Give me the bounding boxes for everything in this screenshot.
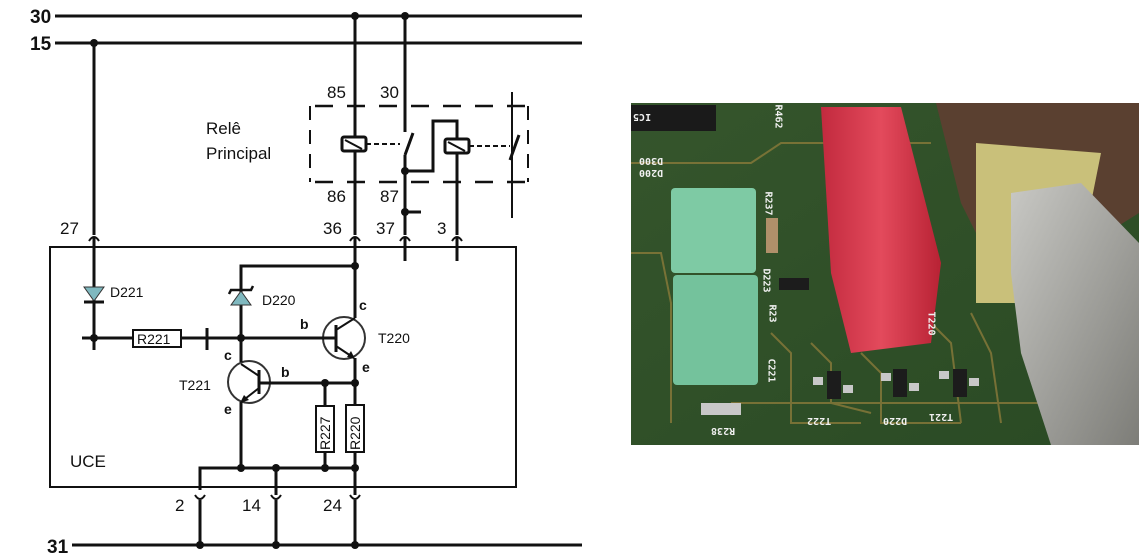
connector-3-label: 3 [437, 219, 446, 238]
connector-sockets-top [88, 236, 463, 268]
silk-d220: D220 [883, 415, 908, 426]
bus-31-label: 31 [47, 537, 69, 558]
relay-pin-86: 86 [327, 187, 346, 206]
connector-24-label: 24 [323, 496, 342, 515]
pcb-traces [631, 142, 1111, 424]
silk-d223: D223 [760, 268, 772, 293]
metal-bracket [1011, 183, 1139, 445]
t221-label: T221 [179, 377, 211, 393]
silk-c221: C221 [765, 358, 777, 383]
connector-36-label: 36 [323, 219, 342, 238]
module-name: UCE [70, 452, 106, 471]
bus-15-label: 15 [30, 34, 52, 55]
silk-ic5: IC5 [633, 111, 652, 122]
silk-r238: R238 [711, 425, 736, 436]
red-capacitor [821, 107, 941, 353]
t220-collector-label: c [359, 297, 367, 313]
connector-27-label: 27 [60, 219, 79, 238]
connector-sockets-bottom [194, 494, 361, 545]
diode-component [631, 105, 716, 131]
silk-t220: T220 [925, 311, 937, 336]
zener-diode-d220 [230, 290, 252, 306]
r227-label: R227 [317, 416, 333, 450]
t220-base-label: b [300, 316, 309, 332]
smd-components [779, 278, 967, 399]
main-relay [309, 92, 530, 235]
green-capacitor-bottom [673, 275, 758, 385]
connector-37-label: 37 [376, 219, 395, 238]
t220-label: T220 [378, 330, 410, 346]
small-resistor [766, 218, 778, 253]
silk-r462: R462 [772, 104, 784, 129]
connector-2-label: 2 [175, 496, 184, 515]
pcb-photo: D300 D200 R237 D223 R23 C221 R238 T222 D… [631, 103, 1139, 445]
transistor-t221 [227, 338, 355, 468]
t220-emitter-label: e [362, 359, 370, 375]
silk-d200: D200 [639, 167, 664, 178]
relay-title-line2: Principal [206, 144, 271, 163]
silk-d300: D300 [639, 155, 664, 166]
relay-switch-1 [403, 132, 415, 156]
pcb-illustration [631, 103, 1139, 445]
relay-pin-87: 87 [380, 187, 399, 206]
r220-label: R220 [347, 416, 363, 450]
silk-r237: R237 [762, 191, 774, 216]
relay-switch-2 [508, 134, 521, 161]
diode-d221 [83, 286, 105, 302]
relay-title-line1: Relê [206, 119, 241, 138]
d221-label: D221 [110, 284, 144, 300]
uce-module-box [49, 246, 517, 488]
connector-14-label: 14 [242, 496, 261, 515]
silk-r23: R23 [766, 304, 778, 323]
silk-t221: T221 [929, 411, 954, 422]
relay-pin-85: 85 [327, 83, 346, 102]
silk-t222: T222 [807, 415, 832, 426]
t221-collector-label: c [224, 347, 232, 363]
solder-pads [701, 371, 979, 415]
relay-pin-30: 30 [380, 83, 399, 102]
r221-label: R221 [137, 331, 171, 347]
t221-emitter-label: e [224, 401, 232, 417]
bus-30-label: 30 [30, 7, 51, 28]
t221-base-label: b [281, 364, 290, 380]
green-capacitor-top [671, 188, 756, 273]
schematic-diagram: 30 15 31 Relê Principal 85 30 [30, 7, 582, 558]
d220-label: D220 [262, 292, 296, 308]
